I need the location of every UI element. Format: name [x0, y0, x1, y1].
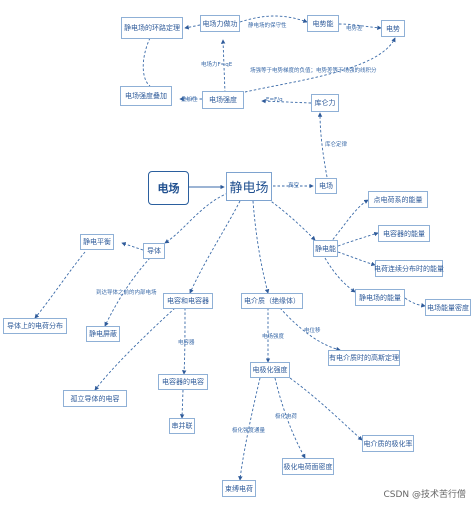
node-continuous-energy[interactable]: 电荷连续分布时的能量	[374, 260, 444, 277]
node-energy-density[interactable]: 电场能量密度	[425, 299, 471, 316]
node-field-vacuum[interactable]: 电场	[315, 178, 337, 194]
edge-field-energy-to-density	[404, 297, 426, 308]
node-electrostatic-shielding[interactable]: 静电屏蔽	[86, 326, 120, 342]
node-potential[interactable]: 电势	[381, 20, 405, 37]
edge-label-field-strength: 电场强度	[262, 334, 285, 340]
edge-dielectric-to-gauss	[279, 307, 341, 352]
edge-conductor-to-shielding	[104, 257, 151, 327]
node-loop-theorem[interactable]: 静电场的环路定理	[121, 17, 183, 39]
node-potential-energy[interactable]: 电势能	[307, 15, 339, 32]
edge-center-to-conductor	[164, 192, 229, 244]
node-conductor[interactable]: 导体	[143, 243, 165, 259]
edge-energy-to-continuous	[337, 251, 376, 267]
edge-energy-to-capacitor-energy	[337, 231, 379, 247]
edge-label-polarization-charge: 极化电荷	[275, 414, 298, 420]
node-static-field-center[interactable]: 静电场	[226, 172, 272, 201]
edge-coulomb-to-strength	[261, 98, 312, 104]
node-point-charge-energy[interactable]: 点电荷系的能量	[368, 191, 428, 208]
node-root-field[interactable]: 电场	[148, 171, 189, 205]
edge-label-vacuum: 真空	[288, 183, 300, 189]
edge-label-potential-difference: 电势差	[346, 26, 363, 32]
edge-label-conservative: 静电场的保守性	[248, 23, 287, 29]
node-susceptibility[interactable]: 电介质的极化率	[362, 435, 414, 452]
node-charge-distribution[interactable]: 导体上的电荷分布	[3, 318, 67, 334]
edge-capacitance-to-isolated	[94, 307, 176, 391]
edge-label-superposition: 叠加性	[181, 97, 198, 103]
edge-work-to-potential-energy	[239, 15, 308, 23]
edge-equilibrium-to-distribution	[34, 251, 86, 319]
node-static-energy[interactable]: 静电能	[313, 240, 338, 257]
node-series-parallel[interactable]: 串并联	[169, 418, 195, 434]
edge-energy-to-point	[329, 199, 369, 244]
edge-loop-to-superposition	[142, 37, 151, 87]
edge-conductor-to-equilibrium	[121, 242, 144, 251]
edge-label-coulomb-law: 库仑定律	[325, 142, 348, 148]
node-polarization[interactable]: 电极化强度	[250, 362, 290, 378]
edge-label-e-equals-f-over-q: E=F/q	[266, 97, 283, 103]
node-field-energy[interactable]: 静电场的能量	[355, 289, 405, 306]
watermark: CSDN @技术苦行僧	[383, 490, 466, 500]
node-gauss-dielectric[interactable]: 有电介质时的高斯定理	[328, 350, 400, 366]
edge-capacitor-to-series	[179, 389, 185, 419]
edge-center-to-static-energy	[267, 198, 316, 241]
edge-work-to-loop-theorem	[184, 24, 201, 30]
edge-label-polarization-flux: 极化强度通量	[232, 428, 266, 434]
node-isolated-conductor[interactable]: 孤立导体的电容	[63, 390, 127, 407]
node-capacitor-capacitance[interactable]: 电容器的电容	[158, 374, 208, 390]
node-field-strength[interactable]: 电场强度	[202, 91, 244, 109]
node-capacitor-energy[interactable]: 电容器的能量	[378, 225, 430, 242]
node-coulomb-force[interactable]: 库仑力	[311, 94, 339, 112]
edge-label-force: 电场力F=qE	[201, 62, 233, 68]
node-electrostatic-equilibrium[interactable]: 静电平衡	[80, 234, 114, 250]
edge-energy-to-field-energy	[324, 257, 356, 293]
edge-label-gradient: 场强等于电势梯度的负值；电势差等于场强的线积分	[250, 68, 377, 74]
edge-polarization-to-susceptibility	[289, 377, 363, 441]
node-dielectric[interactable]: 电介质（绝缘体）	[241, 293, 303, 309]
edge-polarization-to-bound	[238, 377, 261, 481]
edge-field-to-coulomb	[317, 112, 328, 178]
edge-label-displacement: 电位移	[304, 328, 321, 334]
edge-label-internal-field: 到达导体之前的内部电场	[96, 290, 157, 296]
node-bound-charge[interactable]: 束缚电荷	[222, 480, 256, 497]
edge-capacitance-to-capacitor	[181, 307, 187, 375]
node-surface-density[interactable]: 极化电荷面密度	[282, 458, 334, 475]
node-electric-work[interactable]: 电场力做功	[200, 15, 240, 32]
edge-label-capacitor: 电容器	[178, 340, 195, 346]
node-superposition[interactable]: 电场强度叠加	[120, 86, 172, 106]
edge-center-to-capacitance	[189, 200, 241, 294]
edge-center-to-dielectric	[252, 200, 270, 294]
edge-strength-to-potential	[244, 37, 396, 93]
node-capacitance[interactable]: 电容和电容器	[163, 293, 213, 309]
